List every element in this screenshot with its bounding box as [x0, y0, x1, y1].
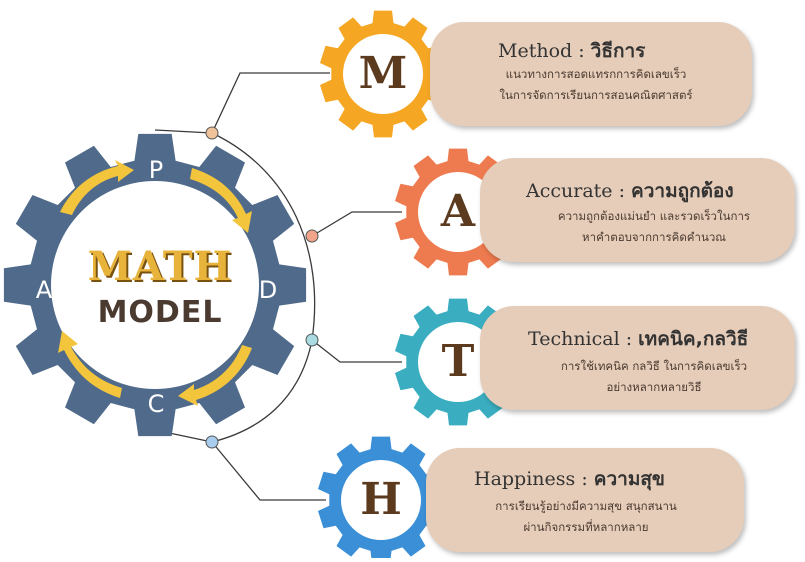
connector-lines: [154, 72, 402, 501]
card-accurate-title-th: ความถูกต้อง: [631, 180, 734, 202]
cycle-letter-c: C: [147, 390, 165, 418]
gear-letter-a: A: [440, 186, 476, 237]
card-technical: Technical : เทคนิค,กลวิธี การใช้เทคนิค ก…: [480, 306, 795, 410]
card-method-desc: แนวทางการสอดแทรกการคิดเลขเร็ว ในการจัดกา…: [440, 64, 752, 106]
cycle-letter-d: D: [258, 276, 278, 304]
card-method: Method : วิธีการ แนวทางการสอดแทรกการคิดเ…: [430, 22, 752, 126]
card-happiness-desc-line-1: การเรียนรู้อย่างมีความสุข สนุกสนาน: [495, 499, 677, 513]
card-happiness-desc: การเรียนรู้อย่างมีความสุข สนุกสนาน ผ่านก…: [446, 496, 726, 538]
card-method-title-en: Method: [498, 40, 573, 62]
card-happiness-title: Happiness : ความสุข: [474, 468, 665, 490]
card-happiness: Happiness : ความสุข การเรียนรู้อย่างมีคว…: [426, 448, 744, 552]
card-accurate: Accurate : ความถูกต้อง ความถูกต้องแม่นยำ…: [480, 158, 795, 262]
connector-dot-technical: [305, 333, 319, 347]
card-accurate-title-en: Accurate: [526, 180, 613, 202]
gear-method-center: [343, 34, 423, 114]
card-accurate-desc-line-1: ความถูกต้องแม่นยำ และรวดเร็วในการ: [557, 209, 751, 223]
cycle-arrow-bottom-right: [178, 345, 252, 406]
card-technical-title-th: เทคนิค,กลวิธี: [638, 328, 749, 350]
card-method-title-th: วิธีการ: [590, 40, 646, 62]
gear-letter-h: H: [360, 474, 402, 525]
connector-dot-happiness: [205, 435, 219, 449]
gear-accurate-center: [418, 172, 498, 252]
card-accurate-desc-line-2: หาคำตอบจากการคิดคำนวณ: [582, 230, 726, 244]
cycle-letter-a: A: [35, 276, 53, 304]
connector-m: [211, 72, 330, 134]
connector-arc: [211, 132, 316, 443]
cycle-letter-p: P: [148, 156, 164, 184]
connector-t: [311, 339, 402, 363]
card-technical-desc-line-2: อย่างหลากหลายวิธี: [606, 380, 702, 394]
gear-method: [320, 10, 446, 138]
gear-letter-m: M: [358, 48, 408, 99]
cycle-arrow-bottom-left: [58, 331, 122, 398]
card-technical-title: Technical : เทคนิค,กลวิธี: [528, 328, 749, 350]
gear-technical-center: [418, 322, 498, 402]
connector-p: [154, 129, 213, 134]
card-happiness-title-en: Happiness: [474, 468, 576, 490]
center-title-math: MATH: [87, 243, 233, 290]
cycle-arrow-top-right: [190, 168, 252, 233]
card-technical-desc-line-1: การใช้เทคนิค กลวิธี ในการคิดเลขเร็ว: [560, 359, 748, 373]
card-technical-desc: การใช้เทคนิค กลวิธี ในการคิดเลขเร็ว อย่า…: [518, 356, 790, 398]
gear-happiness-center: [341, 460, 421, 540]
card-method-desc-line-2: ในการจัดการเรียนการสอนคณิตศาสตร์: [499, 88, 693, 102]
gear-happiness: [318, 436, 444, 562]
card-accurate-desc: ความถูกต้องแม่นยำ และรวดเร็วในการ หาคำตอ…: [518, 206, 790, 248]
cycle-arrow-top-left: [60, 160, 134, 215]
cycle-arrows: [58, 160, 252, 406]
main-gear-center: [51, 181, 259, 389]
center-title-model: MODEL: [97, 295, 223, 330]
card-accurate-title: Accurate : ความถูกต้อง: [526, 180, 734, 202]
connector-dot-method: [205, 126, 219, 140]
card-method-desc-line-1: แนวทางการสอดแทรกการคิดเลขเร็ว: [505, 67, 687, 81]
card-technical-title-en: Technical: [528, 328, 620, 350]
card-happiness-desc-line-2: ผ่านกิจกรรมที่หลากหลาย: [523, 520, 649, 534]
connector-a: [311, 211, 402, 237]
connector-dot-accurate: [305, 229, 319, 243]
gear-letter-t: T: [441, 336, 475, 387]
card-happiness-title-th: ความสุข: [593, 468, 665, 490]
card-method-title: Method : วิธีการ: [498, 40, 646, 62]
connector-h: [211, 441, 326, 501]
